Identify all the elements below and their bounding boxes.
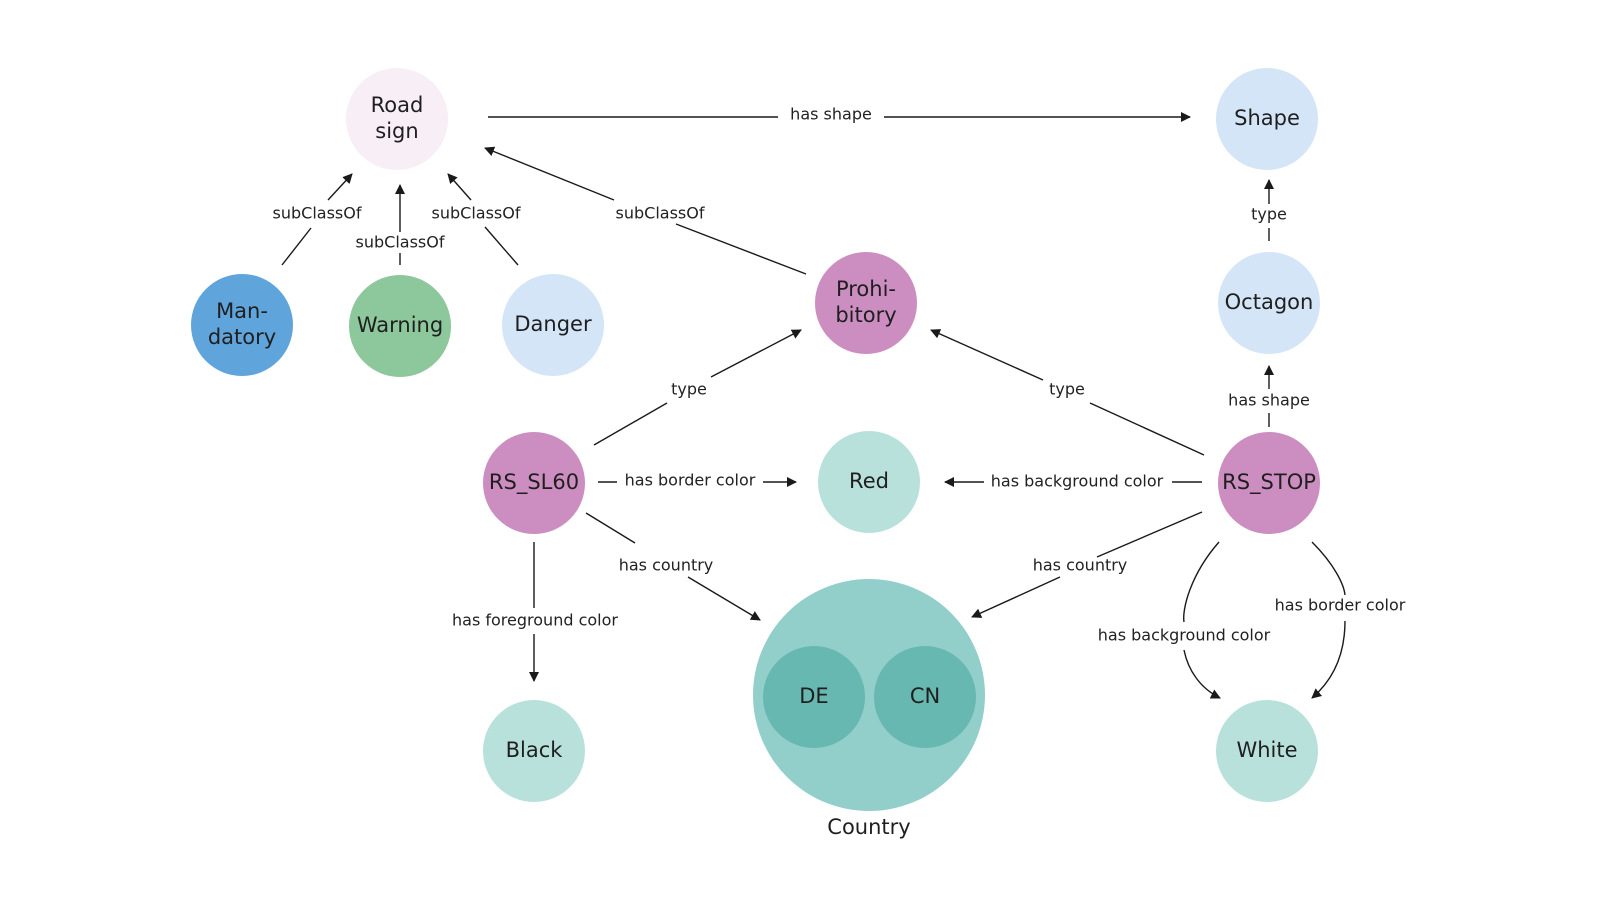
node-country-cn-label: CN xyxy=(910,684,940,708)
node-rs-sl60 xyxy=(483,432,585,534)
node-danger-label: Danger xyxy=(514,312,592,336)
edge-label-has-shape-stop: has shape xyxy=(1228,391,1310,410)
node-white xyxy=(1216,700,1318,802)
edge-subclass-prohibitory-b xyxy=(484,146,615,201)
node-country-caption: Country xyxy=(827,815,910,839)
edge-has-background-color-white-b xyxy=(1183,649,1221,699)
edge-label-type-octagon: type xyxy=(1251,205,1287,224)
edge-subclass-prohibitory-a xyxy=(675,223,807,275)
edge-label-has-border-color-sl60: has border color xyxy=(625,471,756,490)
edge-type-stop-b xyxy=(930,329,1044,381)
node-label-line: datory xyxy=(208,325,276,349)
node-rs-stop-label: RS_STOP xyxy=(1222,470,1316,495)
node-label-line: Black xyxy=(506,738,564,762)
edge-label-has-shape-top: has shape xyxy=(790,105,872,124)
node-label-line: Prohi- xyxy=(836,277,896,301)
node-warning xyxy=(349,275,451,377)
edge-has-country-stop-a xyxy=(1096,511,1203,558)
node-label-line: White xyxy=(1236,738,1297,762)
edge-has-background-color-white-a xyxy=(1183,541,1220,623)
node-shape-label: Shape xyxy=(1234,106,1300,130)
node-red-label: Red xyxy=(849,469,889,493)
node-octagon-label: Octagon xyxy=(1225,290,1314,314)
node-country-de xyxy=(763,646,865,748)
node-warning-label: Warning xyxy=(357,313,443,337)
node-prohibitory-label: Prohi-bitory xyxy=(835,277,896,327)
node-label-line: Red xyxy=(849,469,889,493)
edge-has-border-color-white-a xyxy=(1311,541,1346,596)
edge-label-type-stop: type xyxy=(1049,380,1085,399)
node-label-line: sign xyxy=(375,119,418,143)
edge-label-has-background-color-stop: has background color xyxy=(991,472,1164,491)
edge-type-sl60-a xyxy=(593,402,668,446)
node-rs-stop xyxy=(1218,432,1320,534)
node-white-label: White xyxy=(1236,738,1297,762)
node-shape xyxy=(1216,68,1318,170)
edge-type-sl60-b xyxy=(710,329,802,378)
node-label-line: Warning xyxy=(357,313,443,337)
node-mandatory xyxy=(191,274,293,376)
node-label-line: RS_SL60 xyxy=(489,470,579,495)
node-label-line: bitory xyxy=(835,303,896,327)
edge-has-border-color-white-b xyxy=(1311,620,1346,699)
edge-label-has-country-sl60: has country xyxy=(619,556,714,575)
node-road-sign xyxy=(346,68,448,170)
edge-label-subclass-warning: subClassOf xyxy=(356,233,445,252)
edge-label-subclass-danger: subClassOf xyxy=(432,204,521,223)
edge-label-subclass-mandatory: subClassOf xyxy=(273,204,362,223)
edge-label-has-background-color-white: has background color xyxy=(1098,626,1271,645)
node-rs-sl60-label: RS_SL60 xyxy=(489,470,579,495)
node-label-line: Shape xyxy=(1234,106,1300,130)
node-country xyxy=(753,579,985,811)
node-country-de-label: DE xyxy=(799,684,828,708)
node-mandatory-label: Man-datory xyxy=(208,299,276,349)
edge-label-has-country-stop: has country xyxy=(1033,556,1128,575)
node-label-line: Octagon xyxy=(1225,290,1314,314)
node-red xyxy=(818,431,920,533)
node-label-line: Danger xyxy=(514,312,592,336)
edge-subclass-danger-a xyxy=(484,226,519,266)
node-label-line: RS_STOP xyxy=(1222,470,1316,495)
edge-has-country-stop-b xyxy=(971,576,1061,618)
node-black xyxy=(483,700,585,802)
edge-type-stop-a xyxy=(1089,402,1205,456)
edge-subclass-danger-b xyxy=(447,173,472,201)
edge-label-has-border-color-white: has border color xyxy=(1275,596,1406,615)
node-danger xyxy=(502,274,604,376)
edge-label-type-sl60: type xyxy=(671,380,707,399)
node-octagon xyxy=(1218,252,1320,354)
node-country-cn xyxy=(874,646,976,748)
node-prohibitory xyxy=(815,252,917,354)
edge-has-country-sl60-b xyxy=(687,576,761,621)
node-label-line: Man- xyxy=(216,299,268,323)
node-label-line: Road xyxy=(371,93,424,117)
edges: has shape subClassOf subClassOf subClass… xyxy=(273,105,1406,699)
edge-subclass-mandatory-b xyxy=(327,173,353,201)
edge-label-subclass-prohibitory: subClassOf xyxy=(616,204,705,223)
edge-label-has-foreground-color: has foreground color xyxy=(452,611,618,630)
edge-has-country-sl60-a xyxy=(585,512,636,544)
node-black-label: Black xyxy=(506,738,564,762)
edge-subclass-mandatory-a xyxy=(281,227,312,266)
